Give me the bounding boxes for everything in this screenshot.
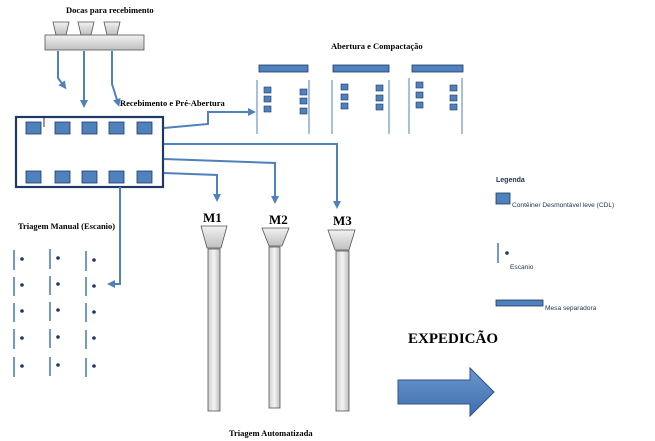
sorting-machine-m2: M2 (261, 212, 290, 409)
legend-label-scanner: Escanio (510, 264, 534, 271)
shipping-arrow-icon (397, 366, 495, 418)
separator-table-icon (332, 64, 390, 73)
receiving-title: Recebimento e Pré-Abertura (120, 98, 226, 108)
m1-conveyor (207, 248, 221, 412)
manual-sorting-title: Triagem Manual (Escanio) (18, 221, 115, 231)
m2-hopper (261, 227, 290, 247)
opening-station-2 (331, 64, 390, 134)
sorting-machine-m1: M1 (200, 210, 228, 412)
container-icon (108, 170, 125, 184)
opening-stations (256, 64, 464, 134)
receiving-flow-arrows (107, 108, 341, 288)
m2-label: M2 (269, 212, 288, 227)
scanner-dot-icon (505, 251, 509, 255)
legend: Legenda Contêiner Desmontável leve (CDL)… (495, 177, 614, 312)
receiving-area (14, 115, 165, 189)
container-row-top (25, 121, 153, 135)
container-icon (495, 192, 511, 205)
shipping-title: EXPEDICÃO (408, 329, 498, 347)
docks-title: Docas para recebimento (66, 5, 154, 15)
container-row-bottom (25, 170, 153, 184)
m1-hopper (200, 225, 228, 249)
legend-title: Legenda (496, 177, 525, 184)
m3-conveyor (335, 250, 350, 412)
container-icon (136, 170, 153, 184)
dock-hopper-1 (52, 21, 70, 36)
dock-flow-arrows (57, 51, 121, 108)
m3-hopper (327, 229, 356, 251)
container-icon (108, 121, 125, 135)
receiving-docks (44, 21, 145, 51)
container-icon (54, 121, 71, 135)
dock-hopper-3 (103, 21, 121, 36)
m3-label: M3 (333, 213, 352, 228)
container-icon (81, 170, 98, 184)
automated-sorting-title: Triagem Automatizada (229, 428, 313, 438)
opening-station-3 (408, 64, 464, 134)
separator-table-icon (495, 299, 544, 307)
container-icon (25, 170, 42, 184)
opening-station-1 (256, 64, 310, 134)
container-icon (25, 121, 42, 135)
opening-title: Abertura e Compactação (331, 41, 423, 51)
sorting-machine-m3: M3 (327, 213, 356, 412)
legend-label-container: Contêiner Desmontável leve (CDL) (512, 202, 614, 209)
legend-label-separator: Mesa separadora (545, 305, 597, 312)
m2-conveyor (268, 246, 281, 409)
m1-label: M1 (203, 210, 222, 225)
manual-sorting-scanners (13, 249, 96, 377)
container-icon (54, 170, 71, 184)
separator-table-icon (258, 64, 309, 73)
dock-hopper-2 (77, 21, 95, 36)
container-icon (81, 121, 98, 135)
container-icon (136, 121, 153, 135)
dock-platform (44, 34, 145, 51)
separator-table-icon (411, 64, 464, 73)
